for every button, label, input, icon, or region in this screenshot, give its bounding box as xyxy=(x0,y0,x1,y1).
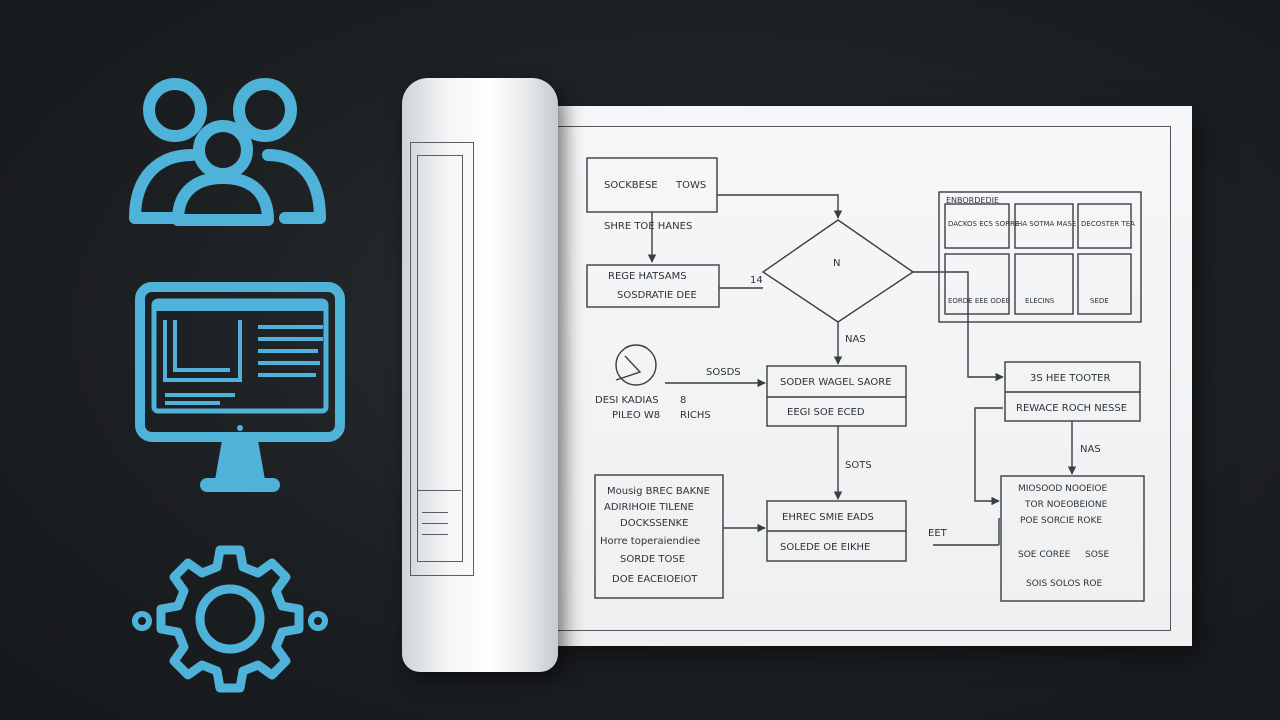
gear-icon xyxy=(132,545,328,693)
paper-roll xyxy=(402,78,558,672)
monitor-icon xyxy=(135,282,345,492)
roll-frame-inner xyxy=(417,155,463,562)
roll-line xyxy=(422,534,448,536)
roll-frame-outer xyxy=(410,142,474,576)
sheet-border xyxy=(552,126,1171,631)
roll-line xyxy=(422,512,448,514)
roll-line xyxy=(422,523,448,525)
roll-stack xyxy=(417,490,461,561)
icon-column xyxy=(120,70,360,700)
team-icon xyxy=(129,78,326,226)
